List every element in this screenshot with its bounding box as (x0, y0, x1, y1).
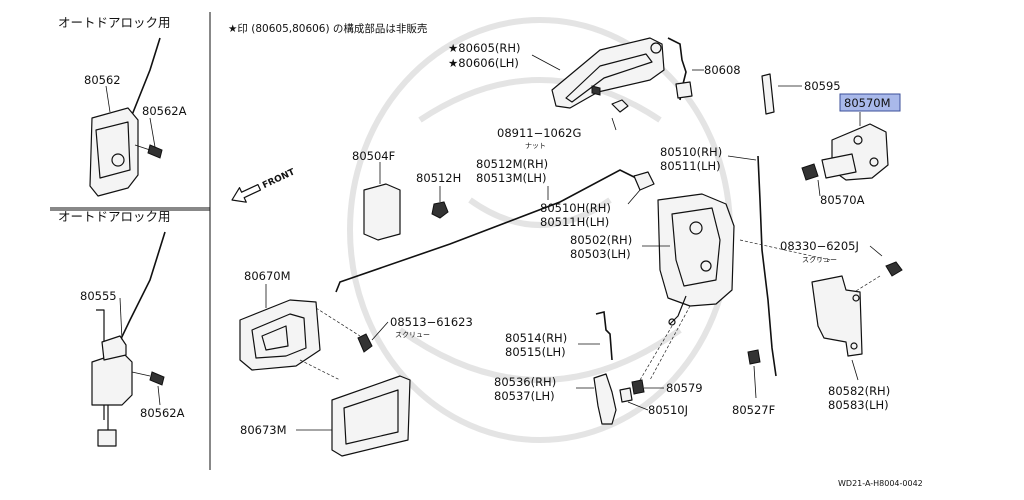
label-80510J: 80510J (648, 403, 688, 417)
label-80536: 80536(RH) (494, 375, 556, 389)
label-80510: 80510(RH) (660, 145, 722, 159)
label-08513: 08513−61623 (390, 315, 473, 329)
label-80512M: 80512M(RH) (476, 157, 548, 171)
pin-80595 (761, 73, 802, 115)
label-80502: 80502(RH) (570, 233, 632, 247)
top-panel-title: オートドアロック用 (58, 15, 171, 30)
label-80527F: 80527F (732, 403, 775, 417)
non-sale-note: ★印 (80605,80606) の構成部品は非販売 (228, 22, 427, 35)
label-80579: 80579 (666, 381, 703, 395)
label-80562: 80562 (84, 73, 121, 87)
pad-80504F (363, 162, 401, 241)
label-08330-sub: スクリュー (802, 256, 837, 264)
label-80515: 80515(LH) (505, 345, 566, 359)
label-80570A: 80570A (820, 193, 865, 207)
label-80513M: 80513M(LH) (476, 171, 547, 185)
actuator-80555 (91, 231, 166, 447)
lever-80536 (576, 373, 617, 425)
label-80670M: 80670M (244, 269, 291, 283)
label-80503: 80503(LH) (570, 247, 631, 261)
label-80511: 80511(LH) (660, 159, 721, 173)
highlight-80570M (839, 93, 901, 112)
rod-80608 (667, 37, 704, 101)
label-80555: 80555 (80, 289, 117, 303)
outside-handle (531, 37, 665, 131)
rod-80512M (335, 169, 641, 293)
label-80512H: 80512H (416, 171, 461, 185)
label-80605: ★80605(RH) (448, 41, 521, 55)
label-80514: 80514(RH) (505, 331, 567, 345)
striker-assembly (801, 123, 889, 197)
label-08330: 08330−6205J (780, 239, 859, 253)
rod-80510 (757, 155, 777, 377)
diagram-code: WD21-A-H8004-0042 (838, 479, 923, 488)
front-arrow: FRONT (231, 167, 297, 203)
label-80504F: 80504F (352, 149, 395, 163)
screw-08513 (357, 321, 389, 353)
label-80537: 80537(LH) (494, 389, 555, 403)
label-80570M[interactable]: 80570M (844, 96, 891, 110)
label-80595: 80595 (804, 79, 841, 93)
label-08911-sub: ナット (525, 142, 546, 150)
bottom-panel-title: オートドアロック用 (58, 209, 171, 224)
clip-80527F (747, 349, 761, 399)
label-80673M: 80673M (240, 423, 287, 437)
front-label: FRONT (261, 167, 297, 191)
label-80608: 80608 (704, 63, 741, 77)
door-lock-80502 (642, 193, 735, 326)
label-80510H: 80510H(RH) (540, 201, 611, 215)
label-08911: 08911−1062G (497, 126, 581, 140)
label-80511H: 80511H(LH) (540, 215, 609, 229)
clip-80512H (431, 186, 449, 219)
label-08513-sub: スクリュー (395, 331, 430, 339)
left-panel-frames (50, 12, 211, 470)
link-rod-80514 (578, 311, 613, 361)
clips-80579-80510J (619, 305, 691, 411)
bracket-80582 (811, 275, 863, 381)
escutcheon-80673M (296, 375, 411, 457)
label-80582: 80582(RH) (828, 384, 890, 398)
connector-80510H (627, 171, 655, 205)
actuator-80562 (89, 37, 163, 197)
label-80583: 80583(LH) (828, 398, 889, 412)
label-80562A-bottom: 80562A (140, 406, 185, 420)
inside-handle-80670M (239, 284, 361, 381)
label-80562A-top: 80562A (142, 104, 187, 118)
label-80606: ★80606(LH) (448, 56, 519, 70)
